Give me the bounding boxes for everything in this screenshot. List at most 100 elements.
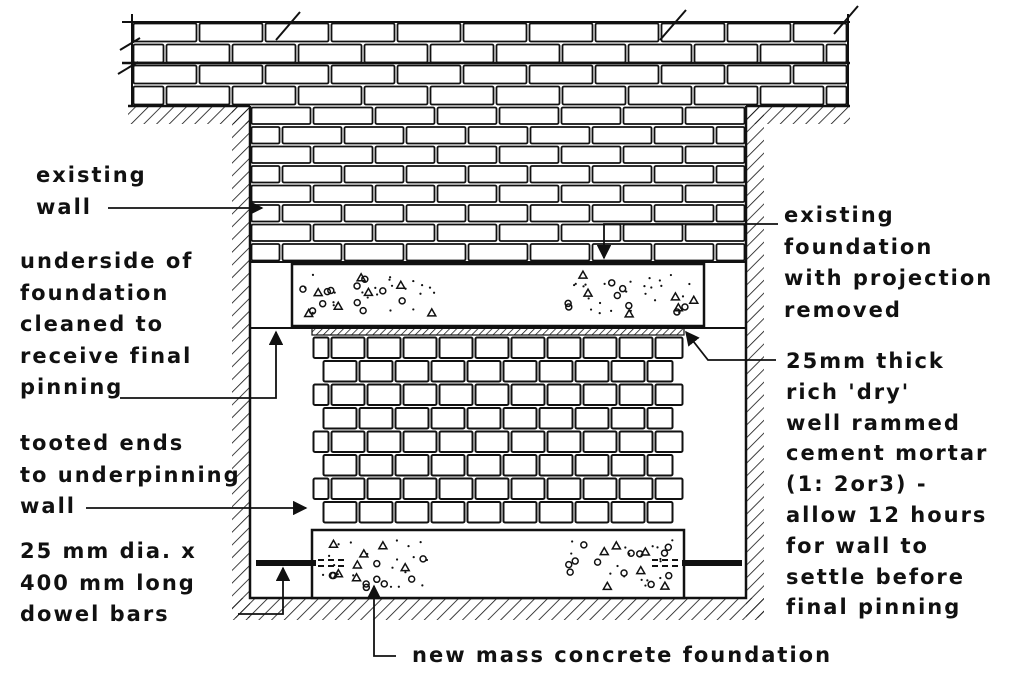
brick [622, 223, 684, 242]
brick [529, 243, 591, 262]
brick [231, 85, 297, 106]
brick [646, 360, 674, 383]
leader-lines [86, 200, 778, 657]
brick [759, 85, 825, 106]
brick [560, 184, 622, 203]
brick [429, 85, 495, 106]
brick [297, 43, 363, 64]
brick [402, 477, 438, 500]
brick [582, 336, 618, 359]
brick [653, 126, 715, 145]
brick [250, 145, 312, 164]
brick [561, 85, 627, 106]
brick [281, 126, 343, 145]
brick [250, 184, 312, 203]
brick [693, 85, 759, 106]
brick [498, 223, 560, 242]
brick [330, 64, 396, 85]
brick [654, 430, 684, 453]
brick [264, 64, 330, 85]
brick [430, 360, 466, 383]
brick [546, 336, 582, 359]
brick [366, 430, 402, 453]
brick [654, 383, 684, 406]
brick [343, 126, 405, 145]
brick [538, 501, 574, 524]
brick [366, 336, 402, 359]
brick [538, 454, 574, 477]
brick [358, 501, 394, 524]
ground-hatching [128, 106, 850, 620]
brick [538, 407, 574, 430]
brick [474, 430, 510, 453]
brick [281, 243, 343, 262]
brick [610, 407, 646, 430]
brick [653, 165, 715, 184]
brick [312, 223, 374, 242]
brick [322, 501, 358, 524]
brick [792, 22, 848, 43]
brick [528, 64, 594, 85]
brick [462, 64, 528, 85]
brick [430, 407, 466, 430]
brick [622, 106, 684, 125]
brick [726, 22, 792, 43]
brick [618, 336, 654, 359]
brick [574, 501, 610, 524]
brick [436, 145, 498, 164]
brick [374, 106, 436, 125]
brick [510, 430, 546, 453]
brick [653, 204, 715, 223]
brick [574, 360, 610, 383]
brick [654, 336, 684, 359]
brick [250, 106, 312, 125]
brick [358, 360, 394, 383]
brick [529, 204, 591, 223]
brick [646, 454, 674, 477]
brick [622, 145, 684, 164]
brick [330, 336, 366, 359]
brick [322, 454, 358, 477]
brick [297, 85, 363, 106]
existing-foundation-concrete [290, 262, 706, 328]
brick [560, 145, 622, 164]
underpinning-wall-brickwork [312, 336, 684, 524]
label-new-mass-concrete-foundation: new mass concrete foundation [412, 643, 833, 667]
brick [538, 360, 574, 383]
brick [312, 106, 374, 125]
brick [582, 477, 618, 500]
brick [467, 243, 529, 262]
brick [594, 64, 660, 85]
brick [618, 477, 654, 500]
brick [250, 223, 312, 242]
brick [715, 165, 746, 184]
brick [438, 383, 474, 406]
brick [198, 22, 264, 43]
brick [462, 22, 528, 43]
brick [693, 43, 759, 64]
brick [430, 454, 466, 477]
brick [574, 407, 610, 430]
new-mass-concrete-foundation [310, 528, 686, 600]
brick [429, 43, 495, 64]
brick [250, 165, 281, 184]
brick [529, 126, 591, 145]
brick [560, 106, 622, 125]
brick [363, 85, 429, 106]
brick [528, 22, 594, 43]
brick [529, 165, 591, 184]
brick [436, 106, 498, 125]
brick [343, 243, 405, 262]
brick [546, 430, 582, 453]
brick [474, 336, 510, 359]
brick [715, 204, 746, 223]
brick [132, 22, 198, 43]
brick [430, 501, 466, 524]
brick [825, 43, 848, 64]
brick [198, 64, 264, 85]
brick [250, 243, 281, 262]
brick [561, 43, 627, 64]
brick [684, 223, 746, 242]
brick [715, 243, 746, 262]
